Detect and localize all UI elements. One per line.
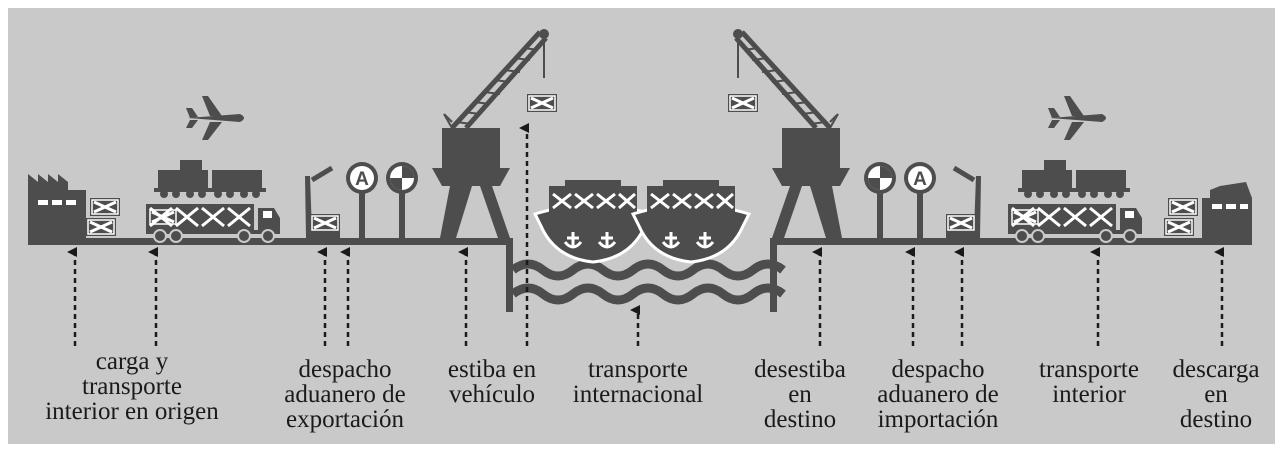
ship-icon bbox=[533, 178, 653, 264]
customs-sign-icon bbox=[864, 162, 896, 242]
crane-icon bbox=[432, 29, 549, 238]
container-icon bbox=[525, 92, 559, 114]
crane-icon bbox=[733, 29, 850, 238]
factory-icon bbox=[28, 174, 86, 242]
customs-sign-letter: A bbox=[355, 169, 369, 190]
warehouse-icon bbox=[1202, 182, 1252, 242]
stage-arrows bbox=[67, 123, 1224, 346]
airplane-icon bbox=[186, 96, 244, 140]
container-icon bbox=[84, 196, 122, 238]
truck-icon bbox=[146, 204, 280, 242]
customs-sign-icon: A bbox=[904, 162, 936, 242]
container-icon bbox=[726, 92, 760, 114]
ship-icon bbox=[631, 178, 751, 264]
container-icon bbox=[1162, 196, 1200, 238]
train-icon bbox=[154, 160, 266, 198]
truck-icon bbox=[1008, 204, 1142, 242]
airplane-icon bbox=[1048, 96, 1106, 140]
ground-line bbox=[28, 238, 1252, 312]
water-waves-icon bbox=[510, 259, 786, 305]
customs-sign-letter: A bbox=[913, 169, 927, 190]
hand-truck-icon bbox=[944, 165, 981, 238]
customs-sign-icon: A bbox=[346, 162, 378, 242]
customs-sign-icon bbox=[386, 162, 418, 242]
train-icon bbox=[1018, 160, 1130, 198]
hand-truck-icon bbox=[305, 165, 342, 238]
